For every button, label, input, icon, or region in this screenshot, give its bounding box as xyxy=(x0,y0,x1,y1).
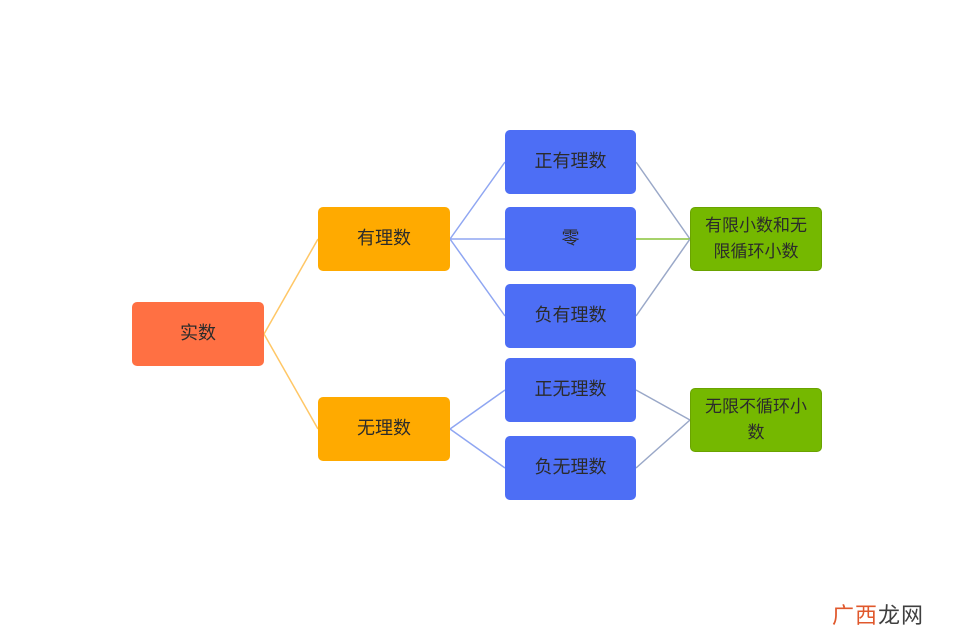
edge-real-to-irrational xyxy=(263,333,319,430)
edge-rational-to-negative xyxy=(449,238,506,317)
edge-irrational-to-positive xyxy=(449,389,506,430)
watermark-part-1: 广西 xyxy=(831,604,878,629)
watermark-part-2: 龙网 xyxy=(877,604,924,629)
edge-negative-rational-to-decimal xyxy=(635,238,691,317)
edge-irrational-to-negative xyxy=(449,428,506,469)
node-zero: 零 xyxy=(505,207,636,271)
edge-positive-rational-to-decimal xyxy=(635,161,691,240)
node-irrational-label: 无理数 xyxy=(357,418,411,439)
node-finite-repeating-decimal: 有限小数和无限循环小数 xyxy=(690,207,822,271)
edge-real-to-rational xyxy=(263,238,319,335)
node-rational: 有理数 xyxy=(318,207,450,271)
edge-rational-to-positive xyxy=(449,161,506,240)
node-finite-repeating-decimal-label: 有限小数和无限循环小数 xyxy=(705,216,807,262)
node-negative-rational: 负有理数 xyxy=(505,284,636,348)
node-negative-rational-label: 负有理数 xyxy=(534,305,607,326)
node-negative-irrational: 负无理数 xyxy=(505,436,636,500)
edge-positive-irrational-to-nonrep xyxy=(635,389,691,421)
edge-negative-irrational-to-nonrep xyxy=(635,419,691,469)
node-real-number-label: 实数 xyxy=(180,323,216,344)
node-negative-irrational-label: 负无理数 xyxy=(534,457,607,478)
node-positive-irrational-label: 正无理数 xyxy=(534,379,607,400)
node-nonrepeating-decimal: 无限不循环小数 xyxy=(690,388,822,452)
node-positive-irrational: 正无理数 xyxy=(505,358,636,422)
node-positive-rational: 正有理数 xyxy=(505,130,636,194)
node-positive-rational-label: 正有理数 xyxy=(534,151,607,172)
node-nonrepeating-decimal-label: 无限不循环小数 xyxy=(705,397,807,443)
node-zero-label: 零 xyxy=(561,228,580,249)
node-rational-label: 有理数 xyxy=(357,228,411,249)
watermark-logo: 广西龙网 xyxy=(832,598,924,630)
node-real-number: 实数 xyxy=(132,302,264,366)
node-irrational: 无理数 xyxy=(318,397,450,461)
